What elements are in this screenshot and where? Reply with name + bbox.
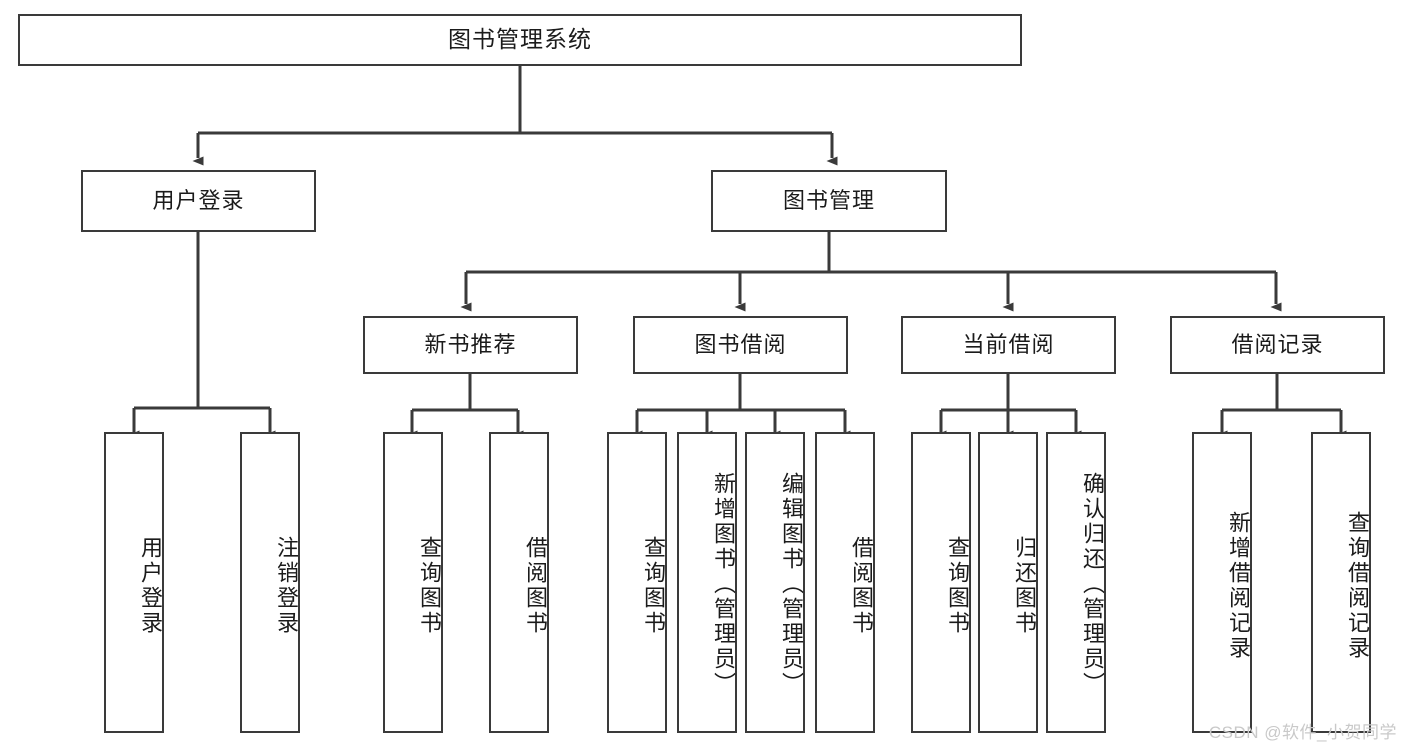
node-leaf-add-record[interactable]: 新增借阅记录	[1192, 432, 1252, 733]
node-label: 借阅图书	[849, 535, 874, 636]
node-label: 查询图书	[417, 535, 442, 636]
node-label: 新增借阅记录	[1226, 510, 1251, 661]
node-book-borrow[interactable]: 图书借阅	[633, 316, 848, 374]
node-label: 图书管理	[782, 187, 875, 213]
node-label: 用户登录	[152, 187, 245, 213]
node-leaf-return-book[interactable]: 归还图书	[978, 432, 1038, 733]
node-label: 借阅记录	[1231, 331, 1324, 357]
node-label: 新书推荐	[424, 331, 517, 357]
node-label: 当前借阅	[962, 331, 1055, 357]
node-label: 图书管理系统	[448, 26, 592, 53]
node-book-management[interactable]: 图书管理	[711, 170, 947, 232]
node-leaf-user-login[interactable]: 用户登录	[104, 432, 164, 733]
node-label: 注销登录	[274, 535, 299, 636]
node-label: 查询图书	[641, 535, 666, 636]
node-leaf-confirm-return[interactable]: 确认归还（管理员）	[1046, 432, 1106, 733]
node-leaf-query-record[interactable]: 查询借阅记录	[1311, 432, 1371, 733]
node-leaf-query-book-1[interactable]: 查询图书	[383, 432, 443, 733]
node-label: 新增图书（管理员）	[711, 472, 736, 697]
node-label: 归还图书	[1012, 535, 1037, 636]
node-leaf-edit-book[interactable]: 编辑图书（管理员）	[745, 432, 805, 733]
node-label: 借阅图书	[523, 535, 548, 636]
node-leaf-query-book-2[interactable]: 查询图书	[607, 432, 667, 733]
node-root-system[interactable]: 图书管理系统	[18, 14, 1022, 66]
node-label: 查询图书	[945, 535, 970, 636]
node-leaf-borrow-book-2[interactable]: 借阅图书	[815, 432, 875, 733]
watermark-text: CSDN @软件_小贺同学	[1208, 723, 1397, 742]
node-label: 查询借阅记录	[1345, 510, 1370, 661]
node-leaf-logout-login[interactable]: 注销登录	[240, 432, 300, 733]
node-current-borrow[interactable]: 当前借阅	[901, 316, 1116, 374]
node-new-book-recommend[interactable]: 新书推荐	[363, 316, 578, 374]
node-label: 用户登录	[138, 535, 163, 636]
node-borrow-record[interactable]: 借阅记录	[1170, 316, 1385, 374]
node-leaf-borrow-book-1[interactable]: 借阅图书	[489, 432, 549, 733]
node-leaf-query-book-3[interactable]: 查询图书	[911, 432, 971, 733]
node-label: 确认归还（管理员）	[1080, 472, 1105, 697]
node-user-login[interactable]: 用户登录	[81, 170, 316, 232]
node-label: 图书借阅	[694, 331, 787, 357]
node-label: 编辑图书（管理员）	[779, 472, 804, 697]
node-leaf-add-book[interactable]: 新增图书（管理员）	[677, 432, 737, 733]
